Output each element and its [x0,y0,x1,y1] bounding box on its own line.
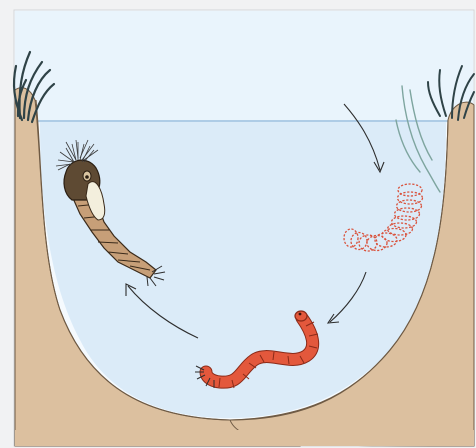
larva-head [295,311,307,321]
pond-floor [15,430,474,446]
